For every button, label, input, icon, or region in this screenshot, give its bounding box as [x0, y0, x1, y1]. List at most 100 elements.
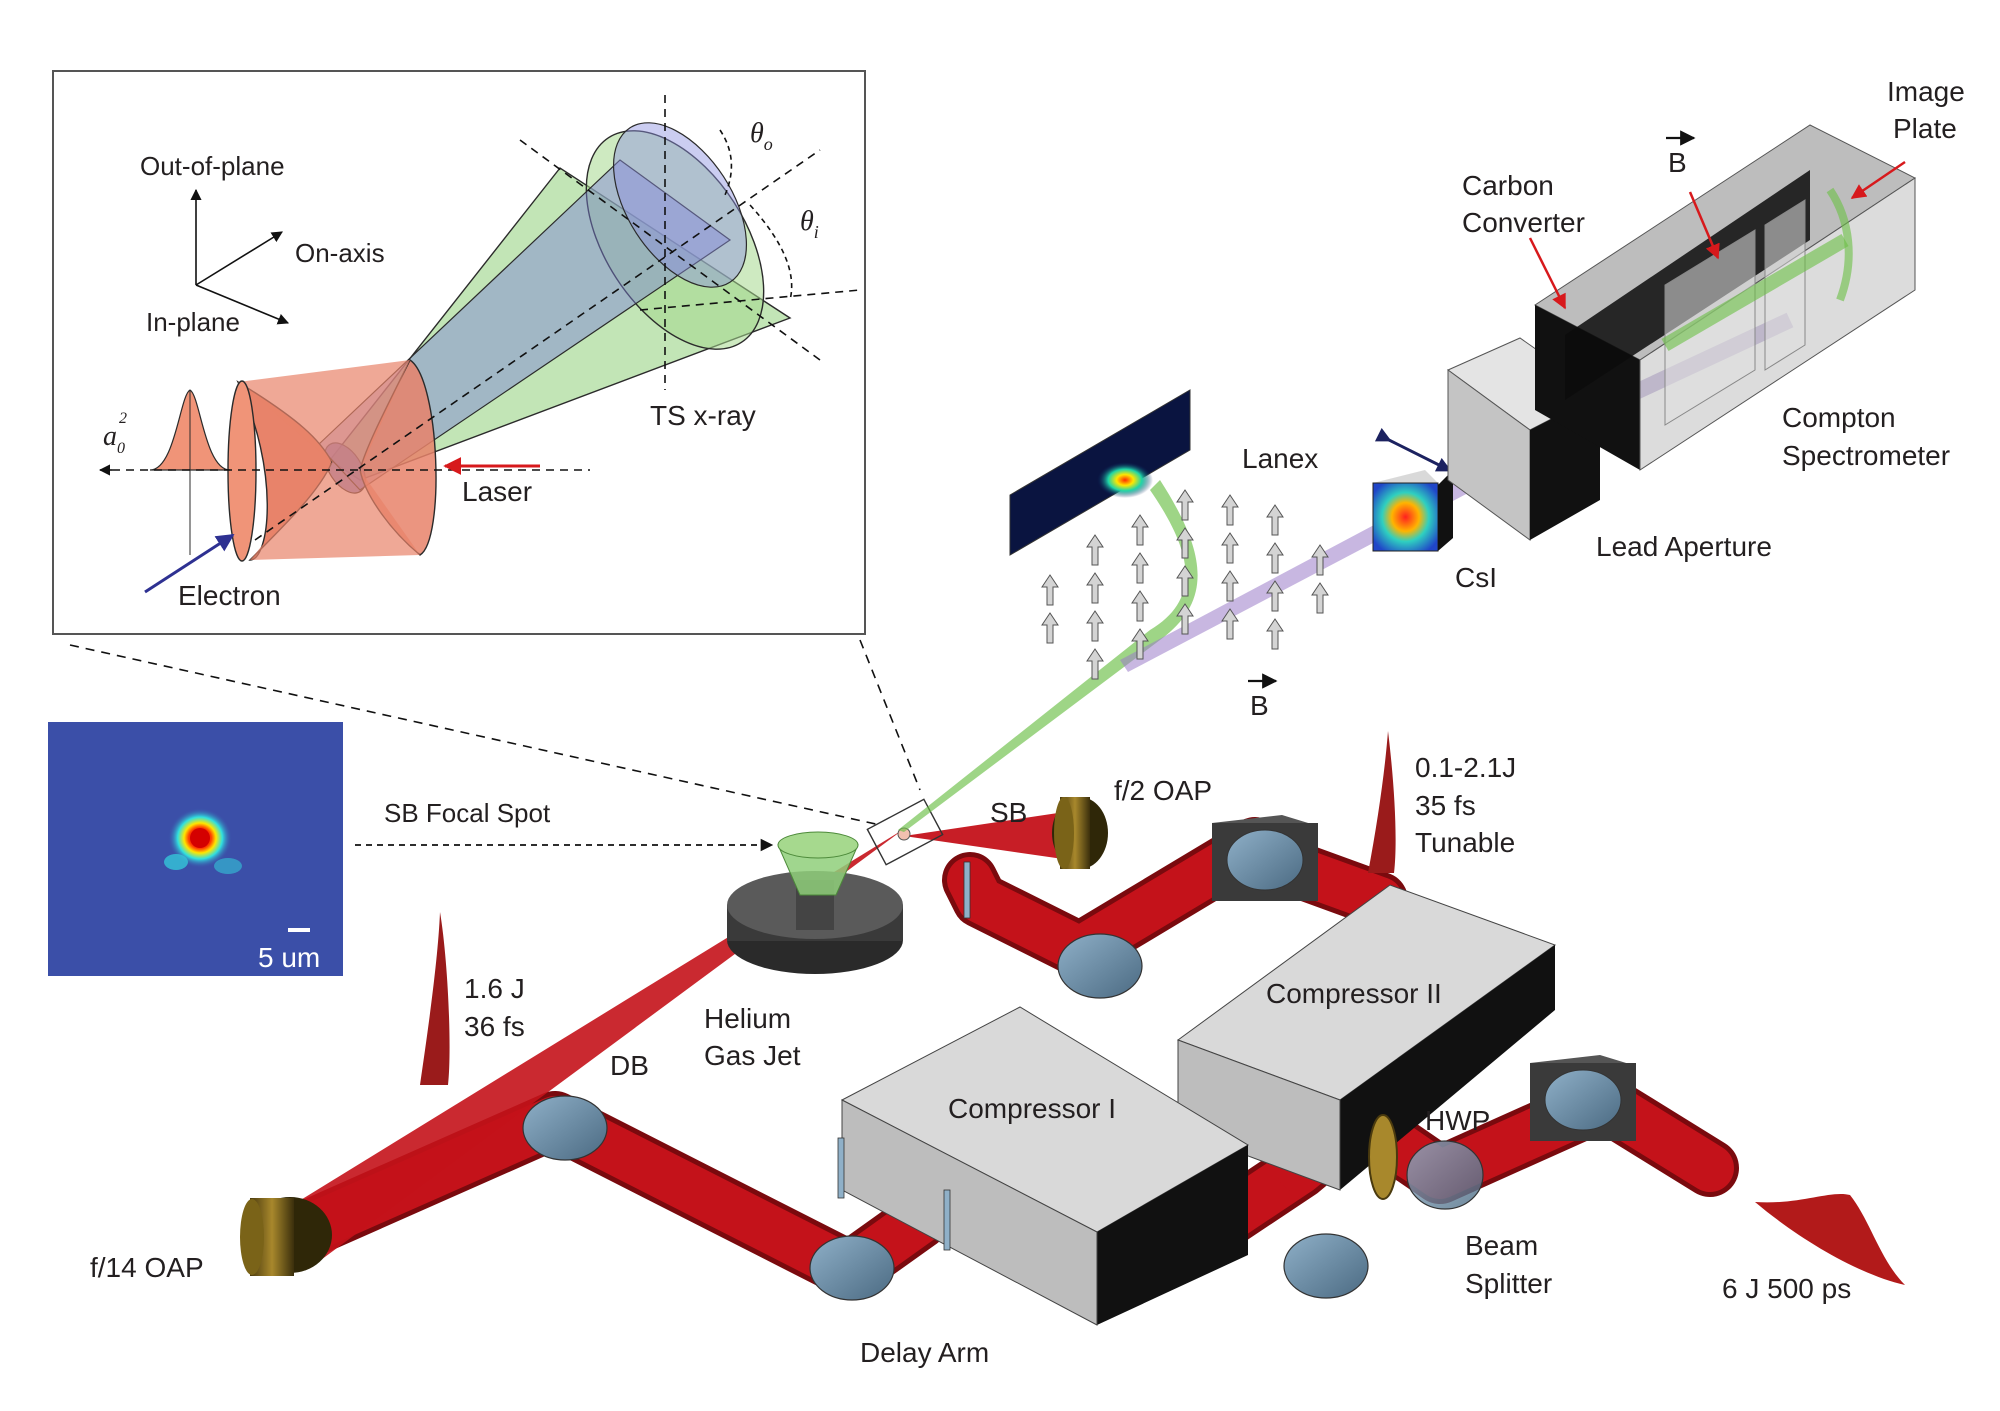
mirror-box-top — [1212, 815, 1318, 901]
field-arrow — [1086, 610, 1104, 642]
a0-pulse — [149, 389, 231, 555]
ts-xray-label: TS x-ray — [650, 400, 756, 431]
scale-bar-label: 5 um — [258, 942, 320, 973]
mirror-compressor-exit — [1283, 1233, 1369, 1299]
sb-pulse-duration: 35 fs — [1415, 790, 1476, 821]
sb-pulse-tunable: Tunable — [1415, 827, 1515, 858]
f2-oap — [1052, 797, 1108, 869]
half-wave-plate — [1368, 1114, 1398, 1200]
field-arrow — [1041, 574, 1059, 606]
mirror-delay-thin-1 — [837, 1137, 845, 1199]
input-pulse-label: 6 J 500 ps — [1722, 1273, 1851, 1304]
f2-oap-label: f/2 OAP — [1114, 775, 1212, 806]
theta-i-symbol: θi — [800, 206, 819, 242]
mirror-delay-thin-2 — [943, 1189, 951, 1251]
field-arrow — [1041, 612, 1059, 644]
mirror-beam-splitter — [1406, 1140, 1484, 1210]
sb-pulse-shape — [1368, 731, 1396, 873]
on-axis-label: On-axis — [295, 238, 385, 268]
carbon-converter-pointer — [1528, 237, 1567, 310]
carbon-converter-label-1: Carbon — [1462, 170, 1554, 201]
mirror-sb-thin — [963, 861, 971, 919]
b-field-label-bottom: B — [1250, 690, 1269, 721]
csi-detector — [1372, 470, 1453, 552]
field-arrow — [1131, 514, 1149, 546]
laser-label: Laser — [462, 476, 532, 507]
helium-gas-jet — [727, 831, 903, 974]
focal-spot-image: 5 um — [48, 722, 343, 976]
electron-label: Electron — [178, 580, 281, 611]
electron-arrow — [144, 533, 235, 594]
sb-focusing-beam — [904, 810, 1078, 860]
mirror-sb-low — [1057, 933, 1143, 999]
db-pulse-duration: 36 fs — [464, 1011, 525, 1042]
db-pulse-shape — [420, 912, 450, 1085]
image-plate-pointer — [1850, 160, 1906, 200]
compton-spectrometer-label-2: Spectrometer — [1782, 440, 1950, 471]
beam-splitter-label-2: Splitter — [1465, 1268, 1552, 1299]
csi-label: CsI — [1455, 562, 1497, 593]
mirror-box-right — [1530, 1055, 1636, 1141]
field-arrow — [1311, 582, 1329, 614]
zoom-lines — [69, 639, 921, 826]
compressor-1-label: Compressor I — [948, 1093, 1116, 1124]
delay-arm-label: Delay Arm — [860, 1337, 989, 1368]
mirror-delay-arm — [809, 1235, 895, 1301]
image-plate-label-1: Image — [1887, 76, 1965, 107]
field-arrow — [1221, 532, 1239, 564]
lanex-screen — [1009, 389, 1191, 556]
hwp-label: HWP — [1425, 1105, 1490, 1136]
field-arrow — [1131, 628, 1149, 660]
lanex-label: Lanex — [1242, 443, 1318, 474]
out-of-plane-label: Out-of-plane — [140, 151, 285, 181]
b-field-pointer — [1688, 191, 1720, 260]
field-arrow — [1131, 590, 1149, 622]
compressor-1: Compressor I — [840, 1006, 1249, 1326]
compton-spectrometer-label-1: Compton — [1782, 402, 1896, 433]
in-plane-label: In-plane — [146, 307, 240, 337]
scale-bar — [288, 928, 310, 932]
inset-dashed-lines — [112, 95, 861, 541]
b-field-label-top: B — [1668, 147, 1687, 178]
helium-gas-jet-label-1: Helium — [704, 1003, 791, 1034]
mirrors — [522, 815, 1636, 1301]
field-arrow — [1176, 603, 1194, 635]
f14-oap-label: f/14 OAP — [90, 1252, 204, 1283]
sb-focal-spot-label: SB Focal Spot — [384, 798, 551, 828]
coordinate-axes: Out-of-plane On-axis In-plane — [140, 151, 385, 337]
field-arrow — [1221, 608, 1239, 640]
field-arrow — [1176, 489, 1194, 521]
field-arrow — [1311, 544, 1329, 576]
field-arrow — [1176, 527, 1194, 559]
field-arrow — [1176, 565, 1194, 597]
lead-aperture-label: Lead Aperture — [1596, 531, 1772, 562]
magnet-field-arrow-grid — [1041, 489, 1329, 680]
mirror-db — [522, 1095, 608, 1161]
csi-motion-arrow — [1374, 427, 1452, 472]
field-arrow — [1086, 534, 1104, 566]
db-label: DB — [610, 1050, 649, 1081]
field-arrow — [1086, 572, 1104, 604]
field-arrow — [1266, 504, 1284, 536]
interaction-point-box — [866, 798, 944, 866]
field-arrow — [1221, 494, 1239, 526]
interaction-inset: Out-of-plane On-axis In-plane — [52, 70, 866, 635]
laser-focus — [227, 358, 437, 562]
compton-spectrometer — [1534, 124, 1916, 471]
db-pulse-energy: 1.6 J — [464, 973, 525, 1004]
field-arrow — [1131, 552, 1149, 584]
sb-label: SB — [990, 797, 1027, 828]
field-arrow — [1266, 542, 1284, 574]
field-arrow — [1266, 618, 1284, 650]
input-pulse-shape — [1755, 1193, 1905, 1285]
compressor-2-label: Compressor II — [1266, 978, 1442, 1009]
f14-oap — [240, 1197, 332, 1276]
beam-splitter-label-1: Beam — [1465, 1230, 1538, 1261]
field-arrow — [1266, 580, 1284, 612]
a0-squared-symbol: a02 — [103, 410, 127, 457]
helium-gas-jet-label-2: Gas Jet — [704, 1040, 801, 1071]
field-arrow — [1086, 648, 1104, 680]
labels: Image Plate B Carbon Converter Compton S… — [90, 76, 1965, 1368]
carbon-converter-label-2: Converter — [1462, 207, 1585, 238]
